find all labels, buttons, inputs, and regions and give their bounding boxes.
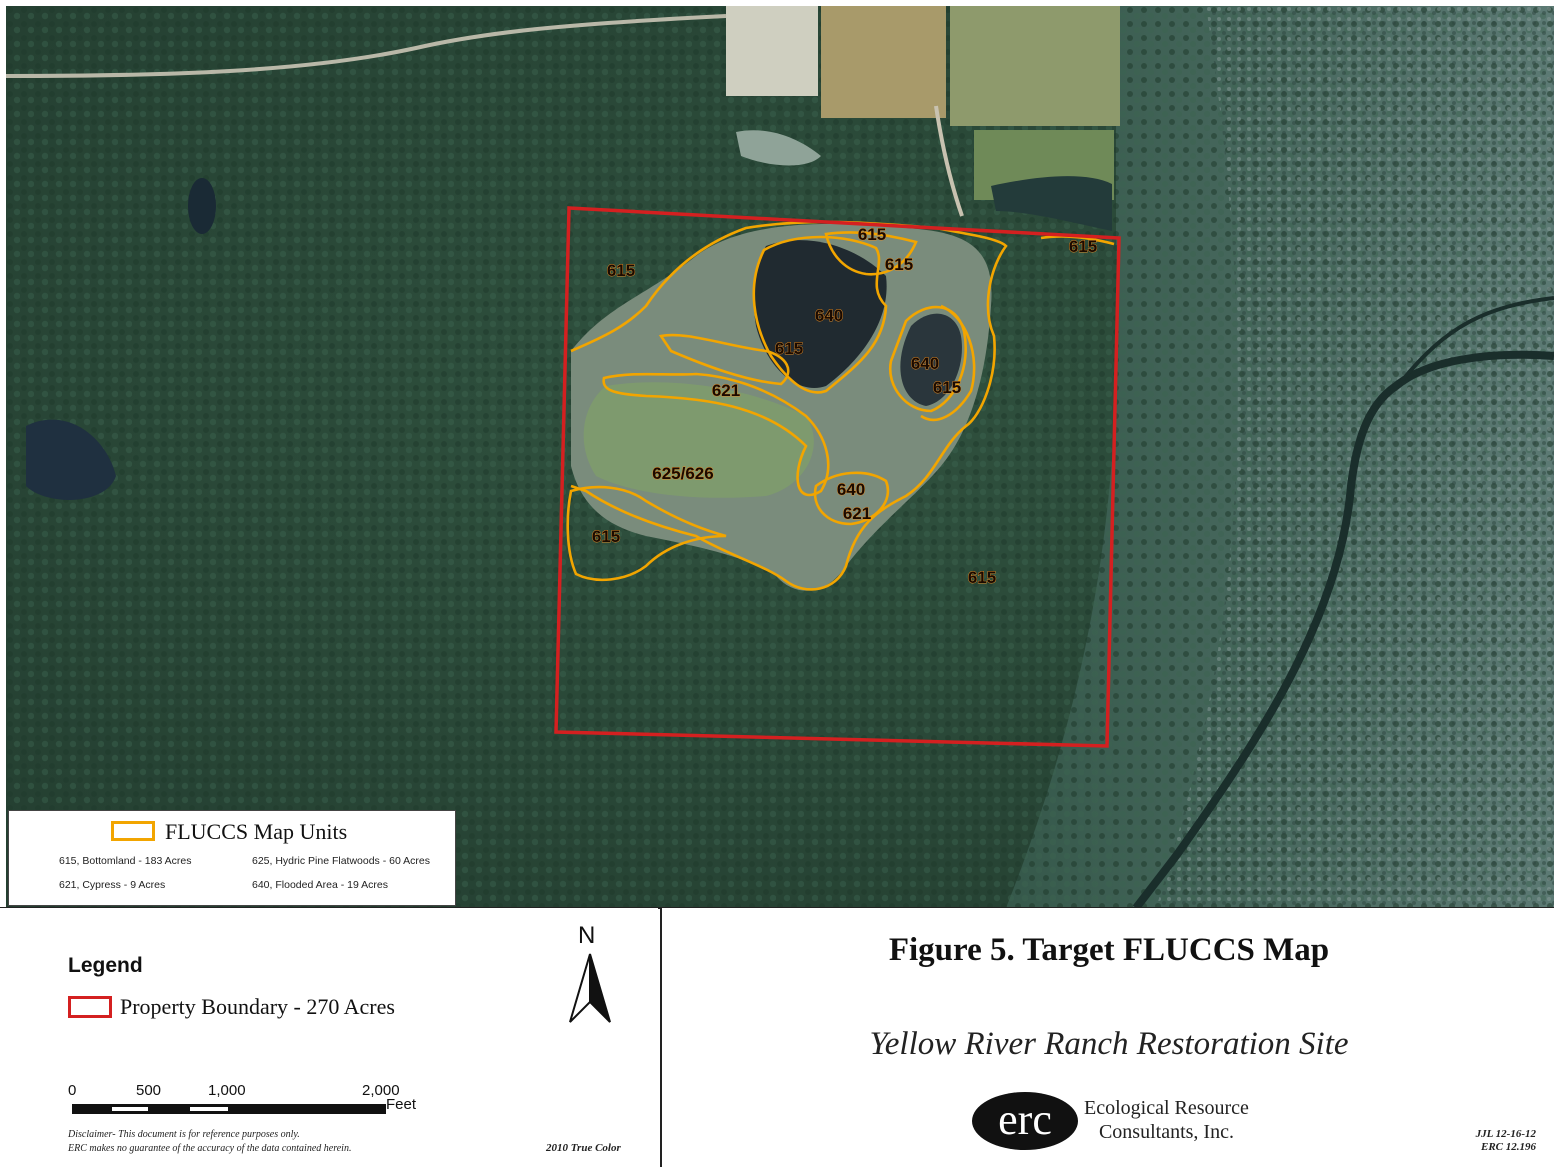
version-line-2: ERC 12.196 — [1480, 1141, 1536, 1153]
river-branch — [1399, 296, 1554, 384]
river-channel — [1132, 350, 1554, 908]
road-south — [934, 105, 964, 217]
fluccs-unit-label: 615 — [592, 527, 620, 546]
fluccs-unit-label: 615 — [885, 255, 913, 274]
green-meadow — [583, 382, 814, 498]
aerial-map: 615 615 615 615 640 615 640 615 621 625/626 640 621… — [6, 6, 1554, 908]
disclaimer-line-2: ERC makes no guarantee of the accuracy o… — [68, 1143, 352, 1154]
scale-tick-500: 500 — [136, 1082, 162, 1099]
fluccs-unit-label: 615 — [933, 378, 961, 397]
site-name: Yellow River Ranch Restoration Site — [869, 1026, 1349, 1062]
fluccs-unit-label: 640 — [911, 354, 939, 373]
disclaimer: Disclaimer- This document is for referen… — [68, 1128, 351, 1156]
fluccs-swatch — [111, 821, 155, 841]
company-line-1: Ecological Resource — [1084, 1097, 1249, 1119]
fluccs-unit-label: 615 — [775, 339, 803, 358]
fluccs-legend: FLUCCS Map Units 615, Bottomland - 183 A… — [8, 810, 456, 906]
fluccs-outline-621 — [602, 372, 830, 497]
dark-wetland-left — [26, 419, 116, 500]
pond-right — [991, 176, 1112, 231]
figure-title: Figure 5. Target FLUCCS Map — [888, 932, 1330, 968]
version-info: JJL 12-16-12 ERC 12.196 — [1476, 1128, 1536, 1154]
legend-panel: Legend Property Boundary - 270 Acres N 0… — [0, 908, 658, 1167]
erc-logo: erc — [972, 1092, 1078, 1150]
company-line-2: Consultants, Inc. — [1098, 1121, 1234, 1143]
version-line-1: JJL 12-16-12 — [1475, 1128, 1536, 1140]
fluccs-entry-625: 625, Hydric Pine Flatwoods - 60 Acres — [252, 855, 430, 867]
company-name: Ecological Resource Consultants, Inc. — [1084, 1096, 1249, 1144]
fluccs-unit-label: 615 — [858, 225, 886, 244]
road — [6, 14, 727, 78]
fluccs-outline-640 — [752, 235, 888, 394]
fluccs-unit-label: 640 — [815, 306, 843, 325]
north-arrow-icon — [569, 953, 611, 1023]
fluccs-unit-label: 621 — [843, 504, 871, 523]
erc-logo-text: erc — [998, 1095, 1052, 1144]
north-label: N — [578, 922, 596, 949]
fluccs-outlines — [566, 220, 1115, 591]
fluccs-outline-615-right — [920, 304, 976, 422]
fluccs-outline-640-small — [813, 471, 890, 526]
fluccs-entry-615: 615, Bottomland - 183 Acres — [59, 855, 192, 867]
fluccs-entry-640: 640, Flooded Area - 19 Acres — [252, 879, 389, 891]
legend-title: Legend — [68, 954, 143, 977]
fluccs-outline-640-right — [888, 305, 968, 413]
scale-bar — [72, 1104, 386, 1114]
boundary-label: Property Boundary - 270 Acres — [120, 994, 395, 1019]
aerial-map-svg: 615 615 615 615 640 615 640 615 621 625/626 640 621… — [6, 6, 1554, 908]
pond-top — [736, 130, 821, 166]
unit-labels: 615 615 615 615 640 615 640 615 621 625/626 640 621… — [591, 225, 1097, 588]
fluccs-unit-label: 640 — [837, 480, 865, 499]
property-boundary — [554, 206, 1121, 748]
scale-tick-0: 0 — [68, 1082, 77, 1099]
fluccs-unit-label: 615 — [968, 568, 996, 587]
imagery-source: 2010 True Color — [546, 1142, 621, 1154]
field-2 — [950, 6, 1120, 126]
dark-flooded-area — [753, 240, 887, 388]
scale-unit: Feet — [386, 1096, 417, 1113]
flooded-area-2 — [900, 313, 962, 406]
field-3 — [726, 6, 818, 96]
fluccs-unit-label: 625/626 — [652, 464, 713, 483]
title-panel: Figure 5. Target FLUCCS Map Yellow River… — [660, 908, 1554, 1167]
fluccs-entry-621: 621, Cypress - 9 Acres — [59, 879, 166, 891]
scale-tick-2000: 2,000 — [362, 1082, 400, 1099]
fluccs-outline-615-mid — [658, 333, 790, 386]
scale-tick-1000: 1,000 — [208, 1082, 246, 1099]
fluccs-legend-title: FLUCCS Map Units — [165, 819, 348, 844]
fluccs-unit-label: 615 — [1069, 237, 1097, 256]
disclaimer-line-1: Disclaimer- This document is for referen… — [68, 1129, 300, 1140]
fluccs-outline-615-sw — [566, 485, 727, 582]
boundary-swatch — [68, 996, 112, 1018]
pond-left — [188, 178, 216, 234]
fluccs-outline-main — [570, 220, 1008, 591]
fluccs-outline-615-upper — [824, 231, 918, 276]
fluccs-unit-label: 615 — [607, 261, 635, 280]
fluccs-unit-label: 621 — [712, 381, 740, 400]
field-1 — [821, 6, 946, 118]
